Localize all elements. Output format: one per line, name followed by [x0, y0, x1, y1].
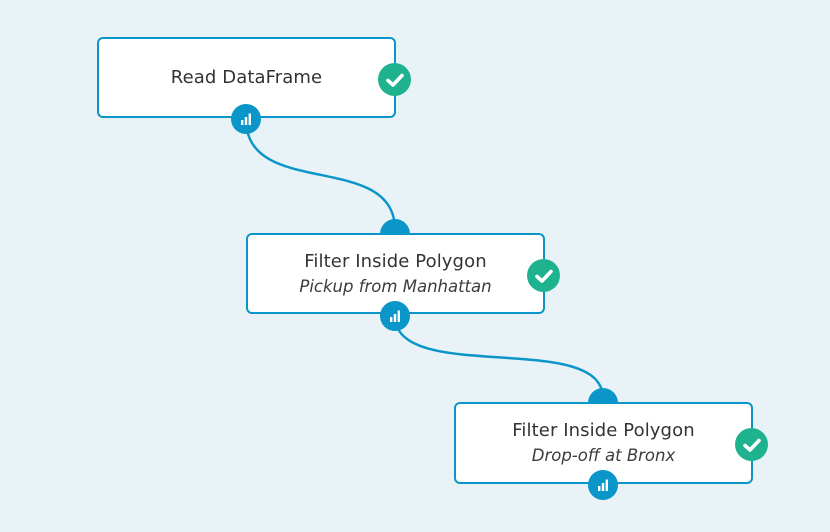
bar-chart-icon — [598, 479, 608, 491]
node-title: Filter Inside Polygon — [304, 250, 487, 272]
output-port[interactable] — [231, 104, 261, 134]
bar-chart-icon — [241, 113, 251, 125]
node-subtitle: Pickup from Manhattan — [299, 276, 492, 296]
output-port[interactable] — [588, 470, 618, 500]
edge-filter-manhattan-to-filter-bronx[interactable] — [393, 315, 605, 399]
check-icon — [742, 438, 761, 452]
status-check-badge[interactable] — [735, 428, 768, 461]
bar-chart-icon — [390, 310, 400, 322]
status-check-badge[interactable] — [378, 63, 411, 96]
node-title: Read DataFrame — [170, 66, 323, 88]
input-port[interactable] — [380, 219, 410, 234]
status-check-badge[interactable] — [527, 259, 560, 292]
output-port[interactable] — [380, 301, 410, 331]
input-port[interactable] — [588, 388, 618, 403]
node-title: Filter Inside Polygon — [512, 420, 695, 441]
node-subtitle: Drop-off at Bronx — [531, 446, 676, 465]
check-icon — [534, 269, 553, 283]
check-icon — [385, 73, 404, 87]
edge-read-to-filter-manhattan[interactable] — [244, 118, 397, 231]
